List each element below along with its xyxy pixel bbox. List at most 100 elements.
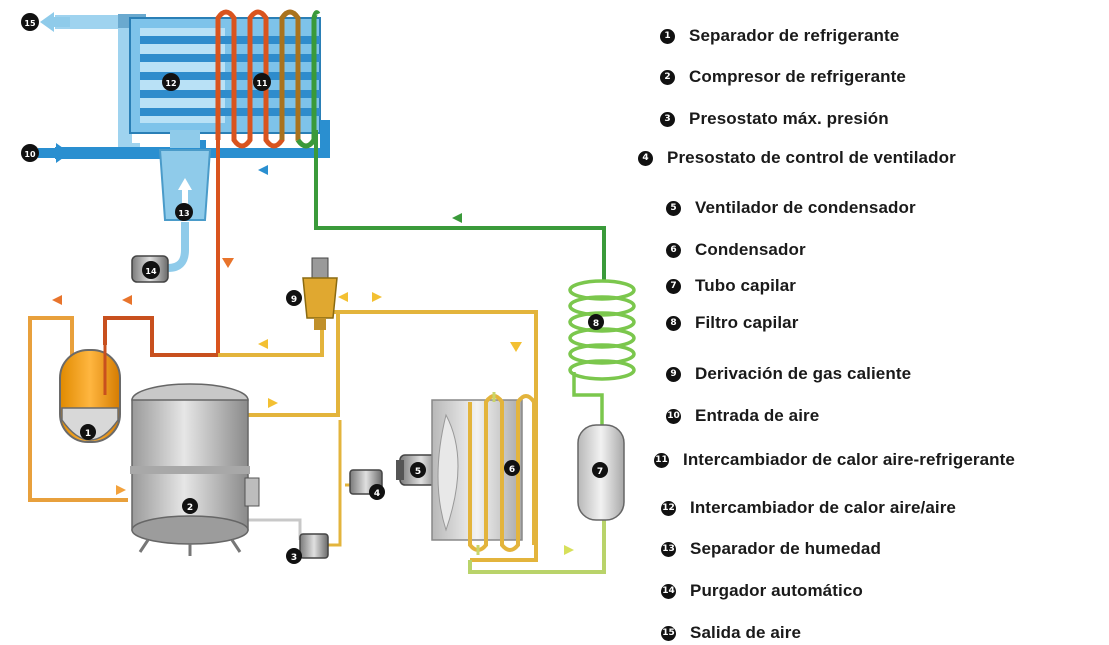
condenser (431, 392, 536, 555)
flow-arrow (222, 258, 234, 268)
legend-item: 11 Intercambiador de calor aire-refriger… (654, 450, 1015, 470)
legend-label: Derivación de gas caliente (695, 364, 912, 383)
liquid-line (322, 420, 342, 547)
legend-number: 11 (654, 452, 669, 468)
callout-3: 3 (286, 548, 302, 564)
legend-number: 4 (638, 150, 653, 166)
legend-item: 9 Derivación de gas caliente (666, 364, 911, 384)
flow-arrow (564, 545, 574, 555)
refrigerant-dryer-diagram: 1 2 3 4 5 6 7 8 9 10 11 12 13 14 15 (21, 9, 636, 574)
callout-9: 9 (286, 290, 302, 306)
flow-arrow (338, 292, 348, 302)
legend-label: Compresor de refrigerante (689, 67, 906, 86)
svg-text:8: 8 (593, 319, 599, 329)
legend-label: Intercambiador de calor aire-refrigerant… (683, 450, 1015, 469)
flow-arrow (258, 165, 268, 175)
legend-item: 13 Separador de humedad (661, 539, 881, 559)
legend-label: Intercambiador de calor aire/aire (690, 498, 956, 517)
legend-label: Separador de humedad (690, 539, 881, 558)
legend-label: Presostato máx. presión (689, 109, 889, 128)
legend-item: 6 Condensador (666, 240, 806, 260)
svg-text:6: 6 (509, 465, 515, 475)
legend-item: 10 Entrada de aire (666, 406, 819, 426)
callout-6: 6 (504, 460, 520, 476)
svg-text:15: 15 (24, 19, 36, 28)
legend-number: 2 (660, 69, 675, 85)
legend-label: Presostato de control de ventilador (667, 148, 956, 167)
flow-arrow (268, 398, 278, 408)
moisture-separator (150, 130, 212, 272)
legend-label: Condensador (695, 240, 806, 259)
callout-10: 10 (21, 144, 39, 162)
legend-label: Tubo capilar (695, 276, 797, 295)
callout-13: 13 (175, 203, 193, 221)
legend-number: 15 (661, 625, 676, 641)
liquid-line (468, 520, 606, 574)
refrigerant-separator (59, 330, 121, 443)
flow-arrow (122, 295, 132, 305)
legend-number: 5 (666, 200, 681, 216)
air-inlet-arrow (38, 143, 70, 163)
callout-15: 15 (21, 13, 39, 31)
legend-item: 4 Presostato de control de ventilador (638, 148, 956, 168)
pressure-line (245, 518, 302, 540)
svg-text:13: 13 (178, 209, 189, 218)
callout-2: 2 (182, 498, 198, 514)
max-pressure-switch (299, 533, 329, 559)
legend-item: 8 Filtro capilar (666, 313, 798, 333)
legend-number: 12 (661, 500, 676, 516)
capillary-coil (568, 279, 636, 425)
callout-12: 12 (162, 73, 180, 91)
callout-7: 7 (592, 462, 608, 478)
svg-text:1: 1 (85, 429, 91, 439)
flow-arrow (510, 342, 522, 352)
svg-text:11: 11 (256, 79, 268, 88)
legend-number: 1 (660, 28, 675, 44)
liquid-line (218, 310, 538, 562)
legend-item: 14 Purgador automático (661, 581, 863, 601)
refrigerant-compressor (130, 383, 260, 556)
legend-label: Ventilador de condensador (695, 198, 916, 217)
air-heat-exchanger (55, 9, 330, 159)
svg-text:2: 2 (187, 503, 193, 513)
svg-text:5: 5 (415, 467, 421, 477)
legend-item: 15 Salida de aire (661, 623, 801, 643)
legend-label: Salida de aire (690, 623, 802, 642)
callout-11: 11 (253, 73, 271, 91)
callout-8: 8 (588, 314, 604, 330)
legend-number: 3 (660, 111, 675, 127)
callout-5: 5 (410, 462, 426, 478)
air-outlet-arrow (40, 12, 70, 32)
callout-1: 1 (80, 424, 96, 440)
svg-text:12: 12 (165, 79, 176, 88)
legend-number: 8 (666, 315, 681, 331)
liquid-line (244, 312, 340, 417)
legend-label: Purgador automático (690, 581, 863, 600)
liquid-line (28, 415, 128, 502)
legend-item: 1 Separador de refrigerante (660, 26, 899, 46)
legend-number: 6 (666, 242, 681, 258)
legend-number: 10 (666, 408, 681, 424)
svg-text:3: 3 (291, 553, 297, 563)
svg-text:14: 14 (145, 267, 157, 276)
legend-item: 7 Tubo capilar (666, 276, 796, 296)
hot-gas-bypass-valve (302, 257, 338, 330)
flow-arrow (452, 213, 462, 223)
legend-number: 14 (661, 583, 676, 599)
flow-arrow (116, 485, 126, 495)
svg-text:7: 7 (597, 467, 603, 477)
legend-item: 2 Compresor de refrigerante (660, 67, 906, 87)
svg-text:10: 10 (24, 150, 36, 159)
legend-label: Filtro capilar (695, 313, 799, 332)
flow-arrow (52, 295, 62, 305)
legend-item: 5 Ventilador de condensador (666, 198, 916, 218)
svg-text:9: 9 (291, 295, 297, 305)
legend-number: 13 (661, 541, 676, 557)
legend-number: 9 (666, 366, 681, 382)
hot-gas-line (103, 316, 218, 357)
legend-item: 12 Intercambiador de calor aire/aire (661, 498, 956, 518)
suction-line (314, 130, 606, 280)
legend-label: Separador de refrigerante (689, 26, 900, 45)
svg-text:4: 4 (374, 489, 380, 499)
legend-item: 3 Presostato máx. presión (660, 109, 889, 129)
